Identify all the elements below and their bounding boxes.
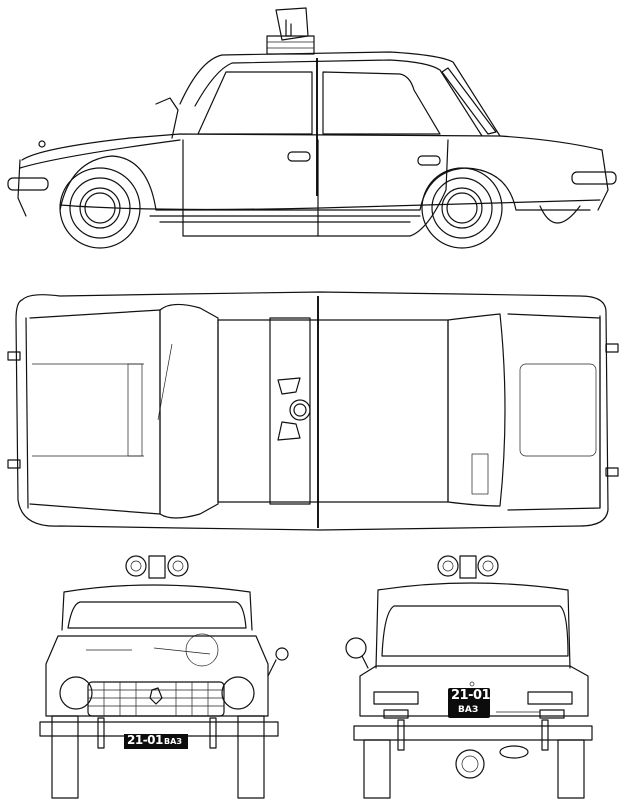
front-beacons-icon (125, 555, 189, 579)
rear-license-plate (448, 688, 490, 718)
side-view (7, 7, 617, 249)
rear-plate-region: ВАЗ (458, 705, 479, 715)
rear-wheel-icon (421, 167, 503, 249)
front-plate-number: 21-01 (127, 733, 163, 747)
rear-beacons-icon (437, 555, 499, 579)
front-wheel-icon (59, 167, 141, 249)
front-license-plate (124, 734, 188, 749)
front-plate-region: ВАЗ (164, 737, 182, 746)
rear-view (345, 555, 593, 799)
front-view (39, 555, 289, 799)
top-view (7, 291, 619, 531)
roof-beacon-icon (266, 7, 315, 55)
vaz-emblem-icon (149, 687, 163, 705)
rear-plate-number: 21-01 (451, 688, 491, 703)
grille (88, 682, 224, 716)
